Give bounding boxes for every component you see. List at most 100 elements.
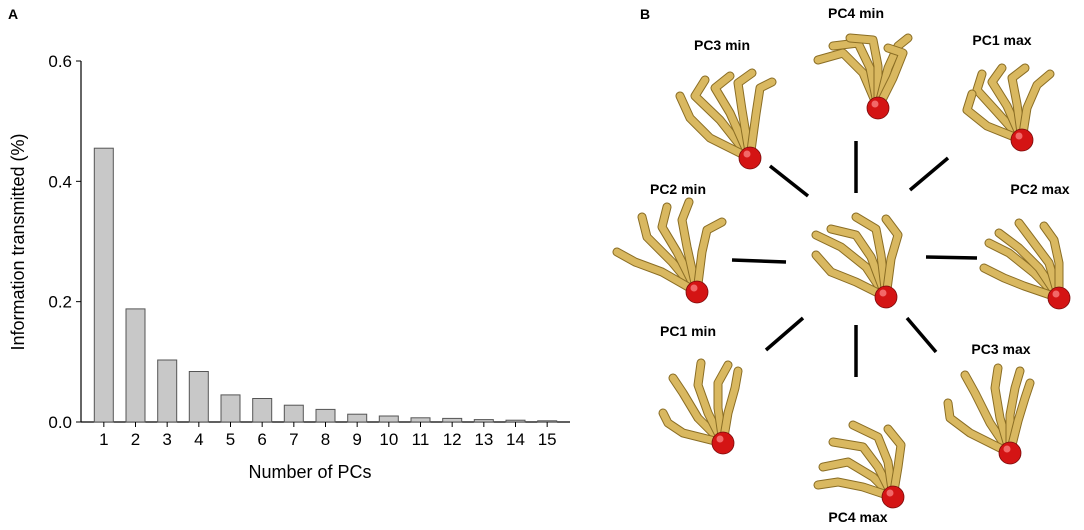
hand-pc1-min	[658, 358, 743, 455]
finger	[980, 264, 1063, 302]
hand-pc1-max	[962, 63, 1055, 152]
hand-pc4-min	[813, 33, 913, 120]
finger	[659, 409, 727, 447]
panel-b-letter: B	[640, 6, 650, 22]
y-tick-label: 0.2	[48, 293, 72, 312]
finger	[944, 399, 1014, 457]
finger	[961, 371, 1014, 457]
red-ball-icon	[1047, 286, 1071, 310]
red-ball-icon	[874, 285, 898, 309]
pose-label-pc4-max: PC4 max	[828, 509, 887, 525]
x-tick-label: 14	[506, 430, 525, 449]
connector-line-pc1-max	[908, 156, 950, 192]
panel-a-letter: A	[8, 6, 18, 22]
pose-label-pc4-min: PC4 min	[828, 5, 884, 21]
pose-label-pc3-max: PC3 max	[971, 341, 1030, 357]
x-tick-label: 3	[162, 430, 171, 449]
x-tick-label: 7	[289, 430, 298, 449]
finger	[884, 425, 905, 501]
bar-pc-3	[157, 359, 178, 423]
finger	[973, 70, 1026, 144]
ball-highlight	[743, 150, 751, 158]
bar-pc-5	[220, 394, 241, 423]
ball-highlight	[1015, 132, 1023, 140]
finger	[719, 367, 742, 447]
finger	[852, 213, 890, 301]
bar-pc-14	[505, 419, 526, 423]
pose-label-pc2-max: PC2 max	[1010, 181, 1069, 197]
finger	[1018, 70, 1054, 144]
ball-highlight	[690, 284, 698, 292]
connector-line-pc2-min	[731, 258, 787, 264]
ball-highlight	[716, 435, 724, 443]
finger	[829, 438, 897, 501]
connector-line-pc3-min	[768, 164, 810, 198]
pose-label-pc1-max: PC1 max	[972, 32, 1031, 48]
connector-line-pc2-max	[925, 255, 978, 260]
bar-pc-10	[378, 415, 399, 423]
finger	[676, 92, 754, 162]
hand-pc2-max	[979, 218, 1071, 310]
connector-line-pc1-min	[764, 316, 805, 352]
finger	[669, 374, 727, 447]
pose-label-pc2-min: PC2 min	[650, 181, 706, 197]
finger	[874, 44, 907, 112]
finger	[812, 251, 890, 301]
hand-pose-diagram: PC3 min PC4 min PC1 max PC2 min PC2 max …	[612, 5, 1071, 525]
finger	[678, 198, 701, 296]
y-tick-label: 0.0	[48, 413, 72, 432]
red-ball-icon	[1010, 128, 1034, 152]
x-tick-label: 10	[379, 430, 398, 449]
finger	[995, 229, 1063, 302]
bar-pc-9	[347, 413, 368, 423]
finger	[882, 215, 902, 301]
hand-pc3-max	[943, 363, 1035, 465]
bar-pc-1	[93, 147, 114, 423]
x-tick-label: 11	[412, 430, 430, 449]
bar-pc-2	[125, 308, 146, 423]
hand-center	[811, 212, 903, 309]
x-tick-label: 9	[352, 430, 361, 449]
pose-label-pc3-min: PC3 min	[694, 37, 750, 53]
red-ball-icon	[866, 96, 890, 120]
x-tick-label: 5	[226, 430, 235, 449]
x-axis-title: Number of PCs	[248, 462, 371, 482]
x-tick-label: 15	[538, 430, 557, 449]
finger	[991, 364, 1014, 457]
finger	[849, 421, 897, 501]
red-ball-icon	[738, 146, 762, 170]
finger	[1006, 379, 1034, 457]
ball-highlight	[886, 489, 894, 497]
red-ball-icon	[881, 485, 905, 509]
finger	[1006, 367, 1024, 457]
bar-pc-11	[410, 417, 431, 423]
x-tick-label: 12	[443, 430, 462, 449]
x-tick-label: 6	[257, 430, 266, 449]
finger	[988, 64, 1026, 144]
x-tick-label: 4	[194, 430, 203, 449]
ball-highlight	[1052, 290, 1060, 298]
finger	[1015, 219, 1063, 302]
y-axis-title: Information transmitted (%)	[8, 133, 28, 350]
bar-pc-15	[537, 420, 558, 423]
bar-pc-6	[252, 398, 273, 423]
hand-pc3-min	[675, 68, 777, 170]
finger	[693, 218, 726, 296]
red-ball-icon	[711, 431, 735, 455]
ball-highlight	[879, 289, 887, 297]
red-ball-icon	[685, 280, 709, 304]
ball-highlight	[871, 100, 879, 108]
hand-pc2-min	[612, 197, 727, 304]
finger	[746, 78, 776, 162]
finger	[734, 69, 756, 162]
red-ball-icon	[998, 441, 1022, 465]
finger	[711, 72, 754, 162]
finger	[846, 34, 882, 112]
bar-pc-13	[473, 419, 494, 423]
finger	[691, 76, 754, 162]
pose-label-pc1-min: PC1 min	[660, 323, 716, 339]
finger	[1040, 222, 1063, 302]
bar-pc-4	[188, 371, 209, 423]
